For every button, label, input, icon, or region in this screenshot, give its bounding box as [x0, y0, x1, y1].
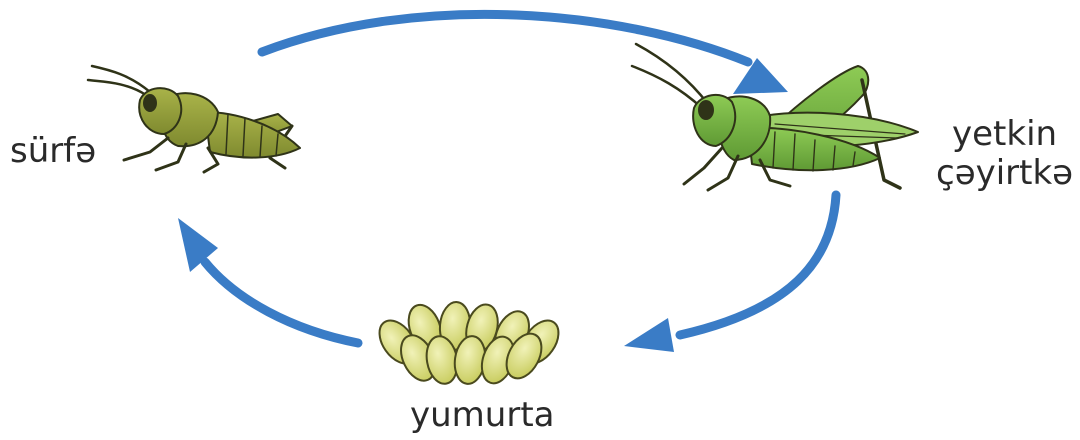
stage-label-adult-line1: yetkin	[936, 115, 1073, 154]
eggs-cluster-illustration	[372, 300, 566, 387]
stage-label-adult: yetkin çəyirtkə	[936, 115, 1073, 193]
stage-label-adult-line2: çəyirtkə	[936, 154, 1073, 193]
larva-grasshopper-illustration	[88, 66, 300, 172]
adult-grasshopper-illustration	[632, 44, 918, 190]
arrow-larva-to-adult	[262, 14, 788, 94]
stage-label-larva: sürfə	[10, 132, 96, 171]
arrow-eggs-to-larva	[178, 218, 358, 343]
stage-label-eggs: yumurta	[410, 396, 554, 435]
arrow-adult-to-eggs	[624, 195, 836, 352]
